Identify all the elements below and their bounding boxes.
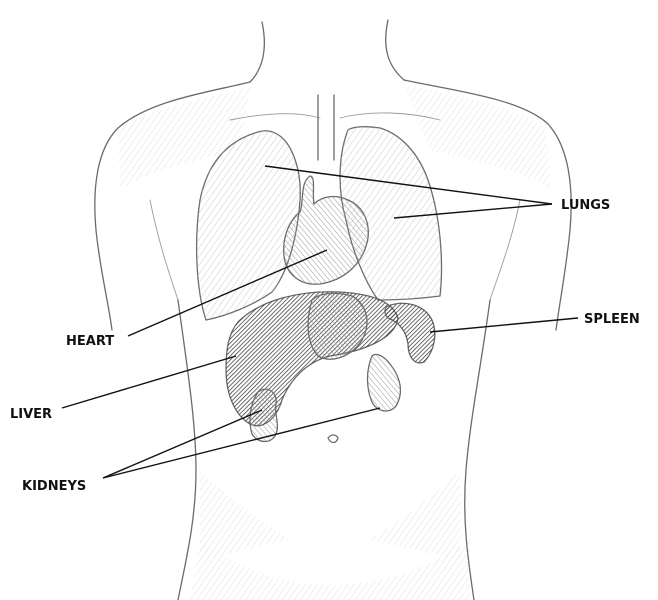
heart-label: HEART xyxy=(66,334,114,349)
liver-leader xyxy=(62,356,236,408)
spleen-label: SPLEEN xyxy=(584,312,640,327)
lungs-label: LUNGS xyxy=(561,198,610,213)
kidneys-label: KIDNEYS xyxy=(22,479,86,494)
liver-label: LIVER xyxy=(10,407,52,422)
spleen-illustration xyxy=(385,303,435,363)
